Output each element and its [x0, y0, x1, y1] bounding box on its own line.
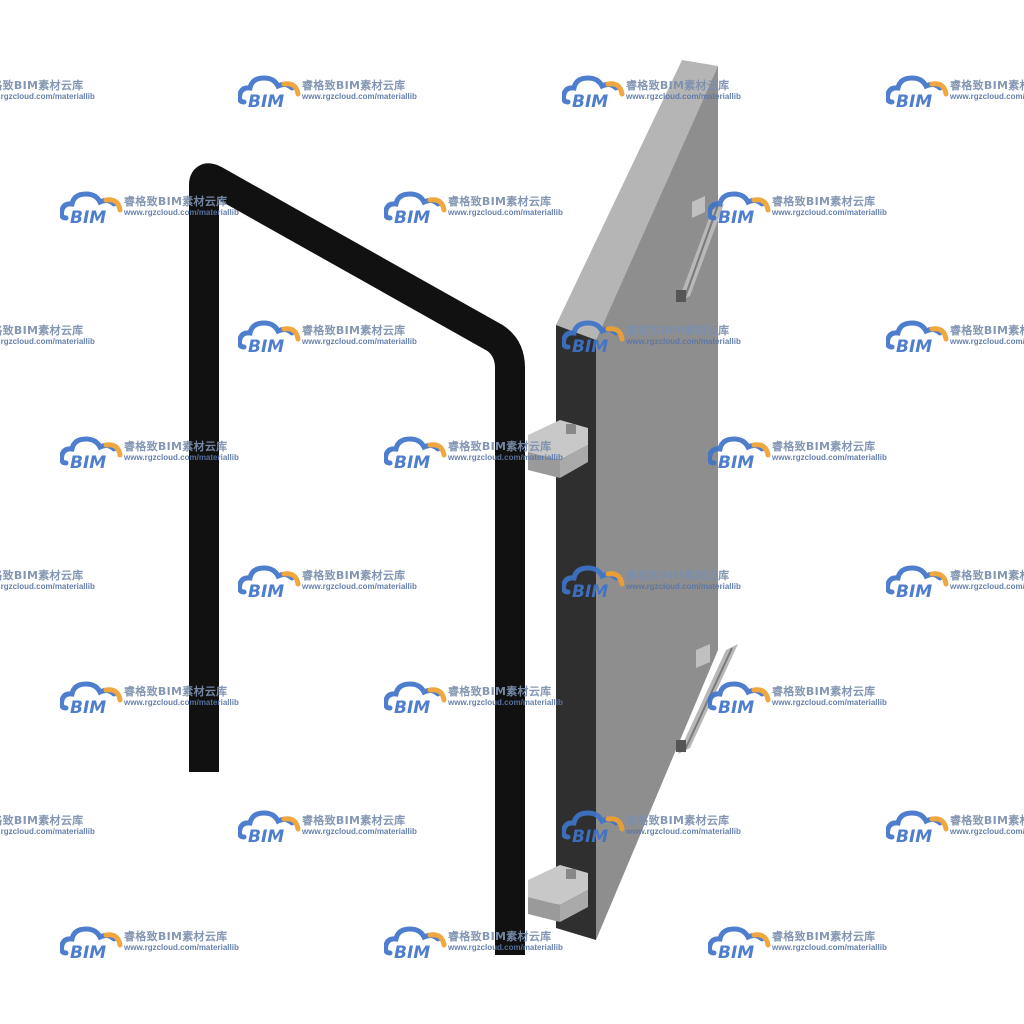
upper-hinge	[528, 420, 588, 478]
lower-hinge	[528, 865, 588, 922]
door-frame	[189, 163, 525, 955]
door-leaf-edge	[556, 325, 596, 940]
upper-handle	[676, 196, 724, 302]
door-leaf-top	[556, 60, 718, 340]
